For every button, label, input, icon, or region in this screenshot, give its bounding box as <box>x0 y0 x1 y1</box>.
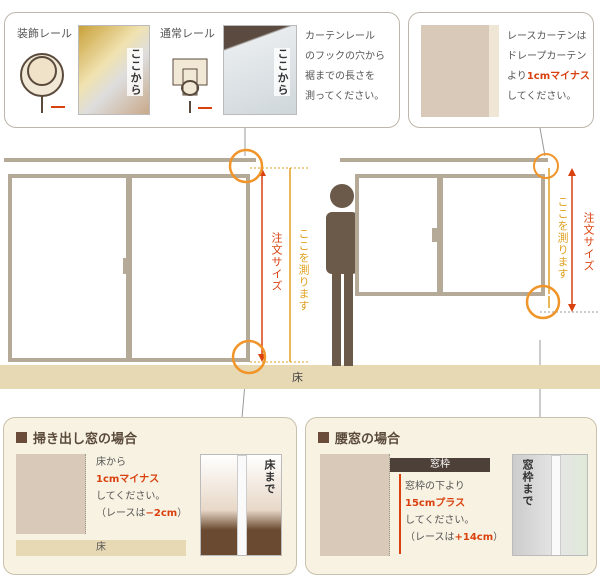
waist-window-panel: 腰窓の場合 窓枠 窓枠の下より 15cmプラス してください。 （レースは+14… <box>305 417 597 575</box>
photo-label: ここから <box>127 48 143 96</box>
floor <box>0 365 600 389</box>
rail-instruction-text: カーテンレール のフックの穴から 裾までの長さを 測ってください。 <box>305 31 385 102</box>
decor-rail-label: 装飾レール <box>17 27 72 40</box>
highlight-circle <box>228 148 264 184</box>
lace-text: レースカーテンは ドレープカーテン より1cmマイナス してください。 <box>507 31 590 102</box>
frame-measure-photo: 窓枠まで <box>512 454 588 556</box>
panel-title: 掃き出し窓の場合 <box>33 432 138 447</box>
normal-rail-hook-icon <box>172 58 212 113</box>
measure-here-label-left: ここを測ります <box>297 228 310 312</box>
waist-window-text: 窓枠の下より 15cmプラス してください。 （レースは+14cm） <box>405 481 504 543</box>
person-silhouette <box>326 184 358 366</box>
floor-window-text: 床から 1cmマイナス してください。 （レースは−2cm） <box>96 457 188 519</box>
photo-label: ここから <box>274 48 290 96</box>
right-rail <box>340 158 548 162</box>
panel-title: 腰窓の場合 <box>335 432 401 447</box>
floor-window-panel: 掃き出し窓の場合 床から 1cmマイナス してください。 （レースは−2cm） … <box>3 417 297 575</box>
curtain-illustration <box>16 454 86 534</box>
order-size-label-right: 注文サイズ <box>582 212 595 272</box>
normal-rail-label: 通常レール <box>160 27 215 40</box>
rail-instruction-callout: 装飾レール ここから 通常レール ここから カーテンレール のフックの穴から 裾… <box>4 12 400 128</box>
bullet-icon <box>16 432 27 443</box>
floor-measure-photo: 床まで <box>200 454 282 556</box>
measure-here-label-right: ここを測ります <box>556 196 569 280</box>
plus-arrow <box>399 474 401 554</box>
lace-instruction-callout: レースカーテンは ドレープカーテン より1cmマイナス してください。 <box>408 12 594 128</box>
decor-ring-icon <box>20 53 65 113</box>
order-size-label-left: 注文サイズ <box>270 232 283 292</box>
left-rail <box>4 158 256 162</box>
curtain-illustration <box>320 454 390 556</box>
normal-rail-photo: ここから <box>223 25 297 115</box>
curtain-layer-illustration <box>421 25 499 117</box>
bullet-icon <box>318 432 329 443</box>
photo-label: 床まで <box>263 459 276 495</box>
highlight-circle <box>231 339 267 375</box>
decor-rail-photo: ここから <box>78 25 150 115</box>
highlight-circle <box>525 284 561 320</box>
floor-bar: 床 <box>16 540 186 556</box>
floor-label: 床 <box>292 371 303 384</box>
window-frame-bar: 窓枠 <box>390 458 490 472</box>
window-diagram <box>0 128 600 418</box>
photo-label: 窓枠まで <box>521 459 534 507</box>
